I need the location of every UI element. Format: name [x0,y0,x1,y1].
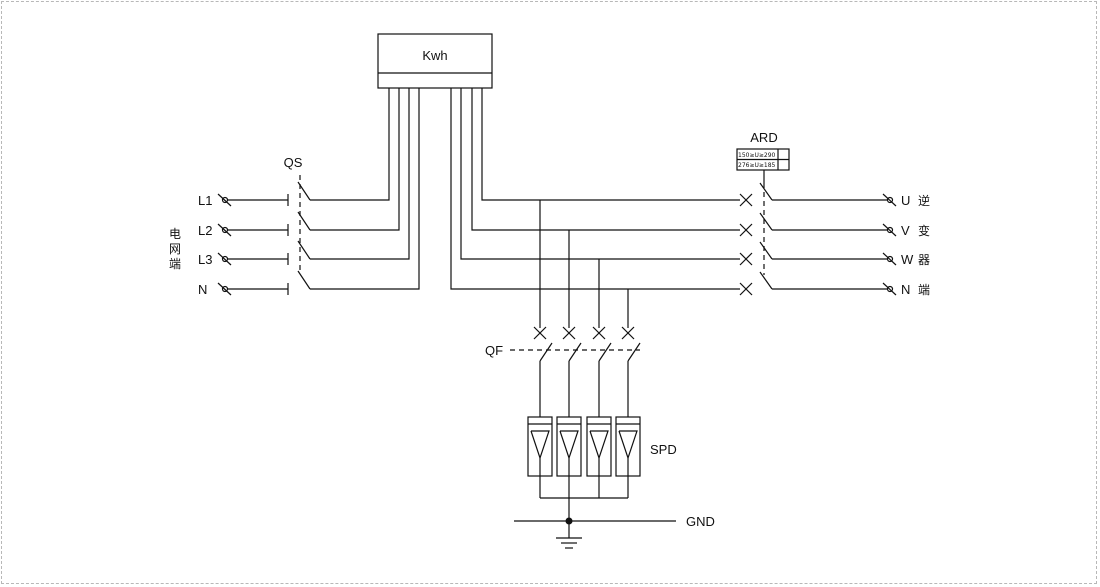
inverter-side-char-4: 端 [918,283,930,297]
grid-terminal-l3: L3 [198,252,212,267]
terminal-symbol [221,226,229,234]
ground: GND [514,514,715,549]
ard-setting-1: 150≥U≥290 [738,152,776,159]
grid-side-char-1: 电 [169,227,181,241]
grid-terminals: L1 L2 L3 N [198,193,232,297]
inverter-side-char-1: 逆 [918,193,930,208]
inverter-side-char-3: 器 [918,253,930,267]
grid-side-label: 电 网 端 [169,227,181,271]
meter-box [377,33,493,89]
terminal-symbol [221,255,229,263]
inverter-terminal-u: U [901,193,910,208]
qf-label: QF [485,343,503,358]
ground-junction-dot [565,517,573,525]
grid-side-char-3: 端 [169,257,181,271]
grid-terminal-l1: L1 [198,193,212,208]
qf-breaker: QF [485,326,641,417]
inverter-terminals: U V W N 逆 变 器 端 [882,193,930,297]
meter-label: Kwh [422,48,447,63]
ard-label: ARD [750,130,777,145]
spd-group: SPD [527,416,677,521]
grid-terminal-l2: L2 [198,223,212,238]
grid-terminal-symbols [217,193,232,296]
grid-to-meter-wires [310,88,420,290]
energy-meter: Kwh [377,33,493,89]
terminal-symbol [221,285,229,293]
inverter-terminal-v: V [901,223,910,238]
spd-label: SPD [650,442,677,457]
terminal-symbol [221,196,229,204]
gnd-label: GND [686,514,715,529]
grid-terminal-n: N [198,282,207,297]
inverter-side-char-2: 变 [918,223,930,238]
ard-setting-2: 276≥U≥185 [738,162,776,169]
inverter-terminal-w: W [901,252,914,267]
inverter-terminal-symbols [882,193,897,296]
ard-breaker: ARD 150≥U≥290 276≥U≥185 [736,130,887,296]
qs-label: QS [284,155,303,170]
qs-isolator: QS [228,155,311,295]
meter-to-inverter-wires [450,88,740,290]
spd-branch-wires [539,200,629,328]
inverter-terminal-n: N [901,282,910,297]
grid-side-char-2: 网 [169,242,181,256]
